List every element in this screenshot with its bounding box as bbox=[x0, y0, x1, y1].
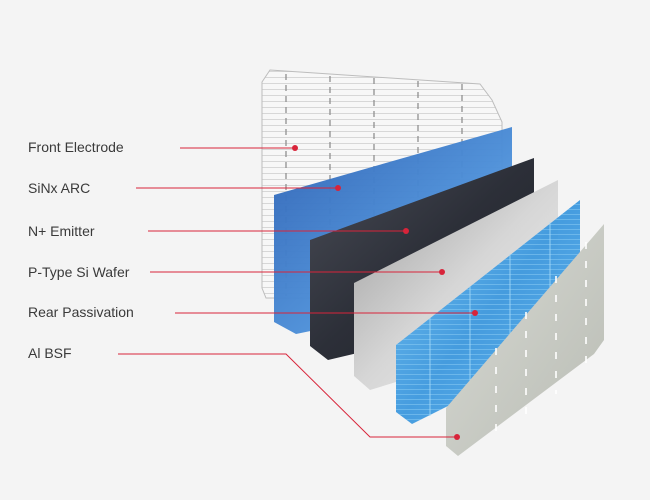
label-p-type-wafer: P-Type Si Wafer bbox=[28, 264, 130, 280]
leader-line-al-bsf bbox=[118, 353, 457, 438]
label-n-emitter: N+ Emitter bbox=[28, 223, 95, 239]
leader-dot-p-type-wafer bbox=[439, 269, 445, 275]
label-al-bsf: Al BSF bbox=[28, 345, 72, 361]
al-bsf-panel bbox=[446, 224, 604, 456]
leader-dot-sinx-arc bbox=[335, 185, 341, 191]
leader-dot-rear-passivation bbox=[472, 310, 478, 316]
leader-dot-n-emitter bbox=[403, 228, 409, 234]
leader-dot-al-bsf bbox=[454, 434, 460, 440]
leader-dot-front-electrode bbox=[292, 145, 298, 151]
label-sinx-arc: SiNx ARC bbox=[28, 180, 91, 196]
label-front-electrode: Front Electrode bbox=[28, 139, 124, 155]
rear-passivation-panel bbox=[396, 200, 580, 424]
label-rear-passivation: Rear Passivation bbox=[28, 304, 134, 320]
leader-lines bbox=[118, 145, 478, 440]
